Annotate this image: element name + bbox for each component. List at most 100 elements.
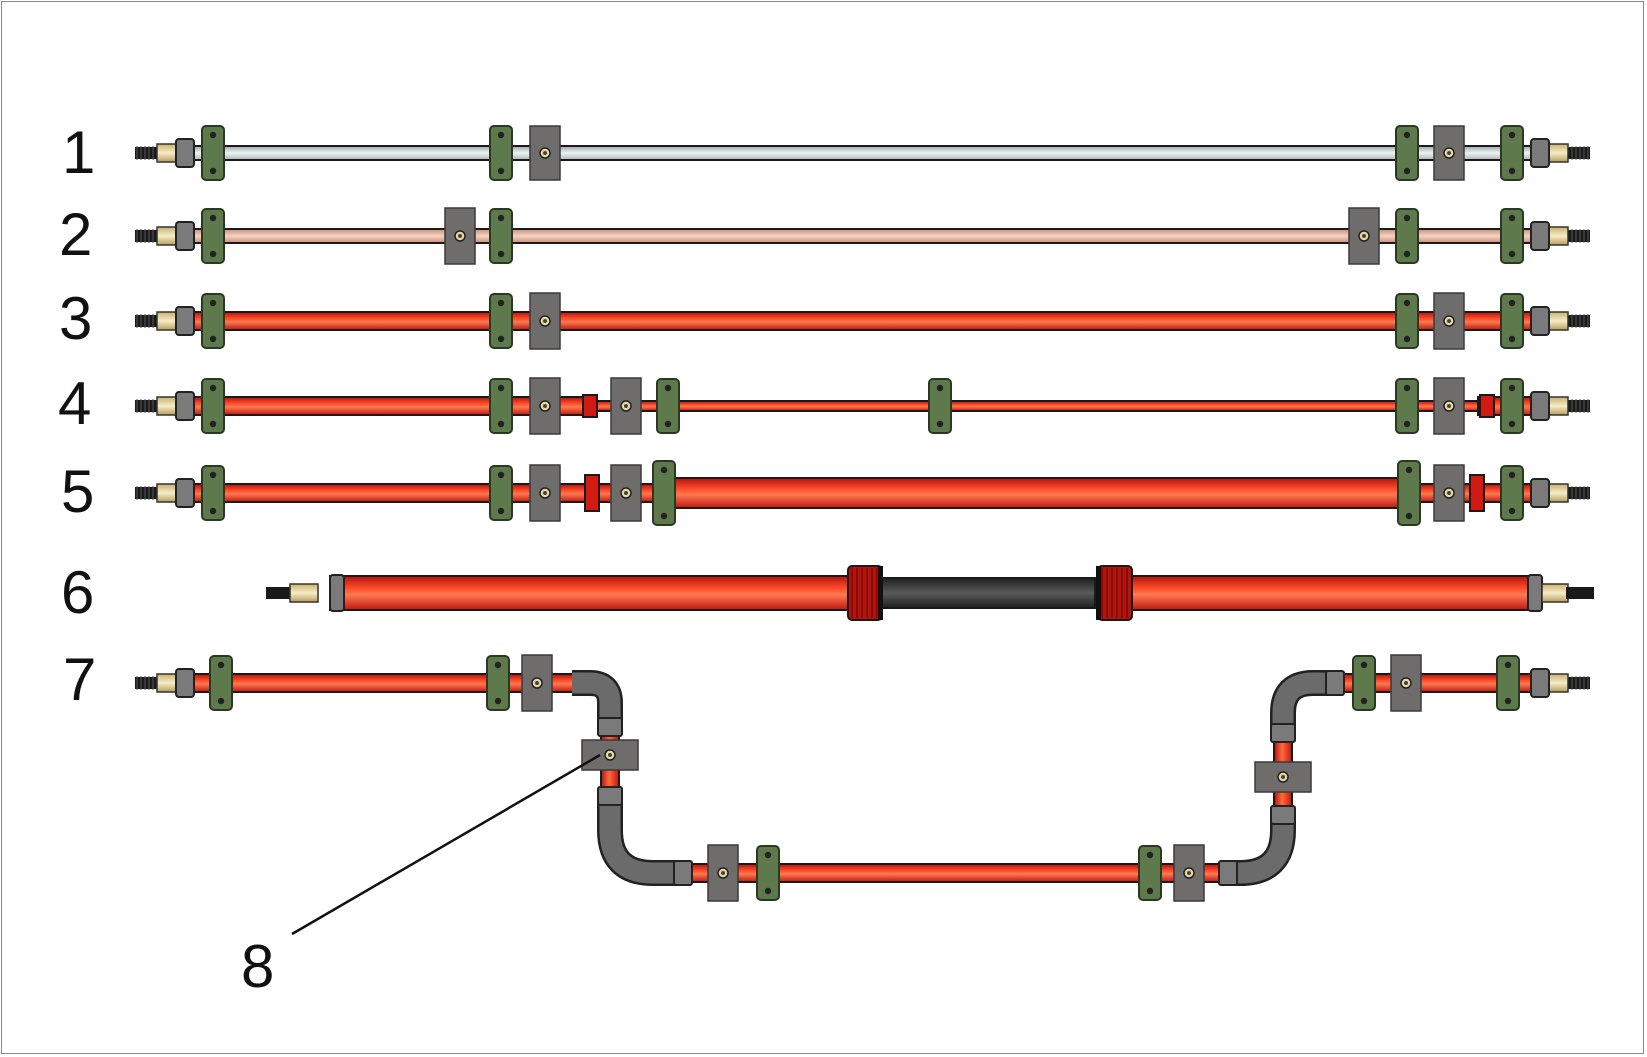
block-bolt-center [1281,775,1285,779]
block-body [1433,464,1465,522]
clamp-screw [1504,661,1512,669]
clamp-screw [1403,384,1411,392]
clamp-body [1397,460,1421,526]
clamp-screw [1504,697,1512,705]
clamp-body [489,208,513,264]
row-4-mount-clamp [201,378,225,434]
row-4-mount-clamp [656,378,680,434]
clamp-body [1500,378,1524,434]
row-7-elbow-top-left [572,672,621,722]
nozzle-brass [156,226,178,246]
block-bolt-center [624,491,628,495]
row-7-elbow-fitting [1325,670,1345,696]
clamp-screw [1508,335,1516,343]
block-bolt-center [1187,871,1191,875]
clamp-screw [1508,299,1516,307]
end-fitting [1530,138,1550,168]
clamp-screw [497,131,505,139]
clamp-screw [497,384,505,392]
end-fitting [175,138,195,168]
row-2-tube [184,228,1541,244]
nozzle-brass [1547,143,1569,163]
clamp-body [1395,208,1419,264]
row-3-mount-clamp [1500,293,1524,349]
block-bolt-center [1447,151,1451,155]
clamp-screw [497,335,505,343]
row-6-number: 6 [61,559,94,626]
item-8-bolt-block [581,739,639,771]
clamp-screw [1360,697,1368,705]
clamp-screw [497,167,505,175]
clamp-body [1500,465,1524,521]
clamp-body [1500,125,1524,181]
nozzle-thread [266,587,292,599]
clamp-body [1395,125,1419,181]
row-6-collar-right [1096,565,1133,621]
nozzle-brass [156,311,178,331]
nozzle-brass [1547,311,1569,331]
block-bolt-center [543,319,547,323]
clamp-body [201,125,225,181]
row-2-mount-clamp [201,208,225,264]
clamp-body [201,465,225,521]
clamp-screw [497,214,505,222]
row-6-dark-section [879,577,1096,609]
clamp-screw [497,299,505,307]
row-7-number: 7 [63,646,96,713]
nozzle-brass [1547,396,1569,416]
clamp-body [1496,655,1520,711]
row-5-left-nozzle [135,478,195,508]
clamp-screw [497,507,505,515]
row-3-mount-clamp [1395,293,1419,349]
row-1-number: 1 [62,119,95,186]
parts-layer [135,125,1594,902]
row-5-large-clamp [1397,460,1421,526]
block-bolt-center [721,871,725,875]
end-fitting [1530,221,1550,251]
row-7-right-drop-block [1254,761,1312,793]
clamp-body [201,378,225,434]
row-7-left-nozzle [135,668,195,698]
row-4-bolt-block [610,377,642,435]
row-3-mount-clamp [489,293,513,349]
row-3-bolt-block [529,292,561,350]
row-4-bolt-block [1433,377,1465,435]
nozzle-thread [1566,230,1590,242]
row-6-tube-right [1114,575,1541,611]
clamp-screw [664,384,672,392]
clamp-screw [209,131,217,139]
row-3-mount-clamp [201,293,225,349]
nozzle-thread [1566,587,1594,599]
row-4-mount-clamp [489,378,513,434]
clamp-body [1500,208,1524,264]
block-bolt-center [1447,491,1451,495]
clamp-screw [1508,507,1516,515]
row-2-bolt-block [444,207,476,265]
end-fitting [1530,668,1550,698]
row-7-bottom-bolt-block [1173,844,1205,902]
nozzle-thread [135,230,159,242]
nozzle-thread [1566,147,1590,159]
clamp-screw [209,299,217,307]
clamp-body [489,125,513,181]
row-5-right-nozzle [1530,478,1590,508]
nozzle-thread [1566,315,1590,327]
clamp-screw [1403,335,1411,343]
row-4-left-nozzle [135,391,195,421]
row-4-mount-clamp [1500,378,1524,434]
row-7-bottom-clamp [1138,845,1162,901]
row-5-large-clamp [652,460,676,526]
nozzle-thread [135,677,159,689]
row-2-number: 2 [59,201,92,268]
end-fitting [175,668,195,698]
clamp-screw [1508,167,1516,175]
clamp-body [209,655,233,711]
block-bolt-center [535,681,539,685]
row-4-number: 4 [58,370,91,437]
row-7-bottom-bolt-block [707,844,739,902]
nozzle-brass [1541,583,1569,603]
clamp-screw [1360,661,1368,669]
row-5-bolt-block [610,464,642,522]
row-1-bolt-block [1433,125,1465,181]
